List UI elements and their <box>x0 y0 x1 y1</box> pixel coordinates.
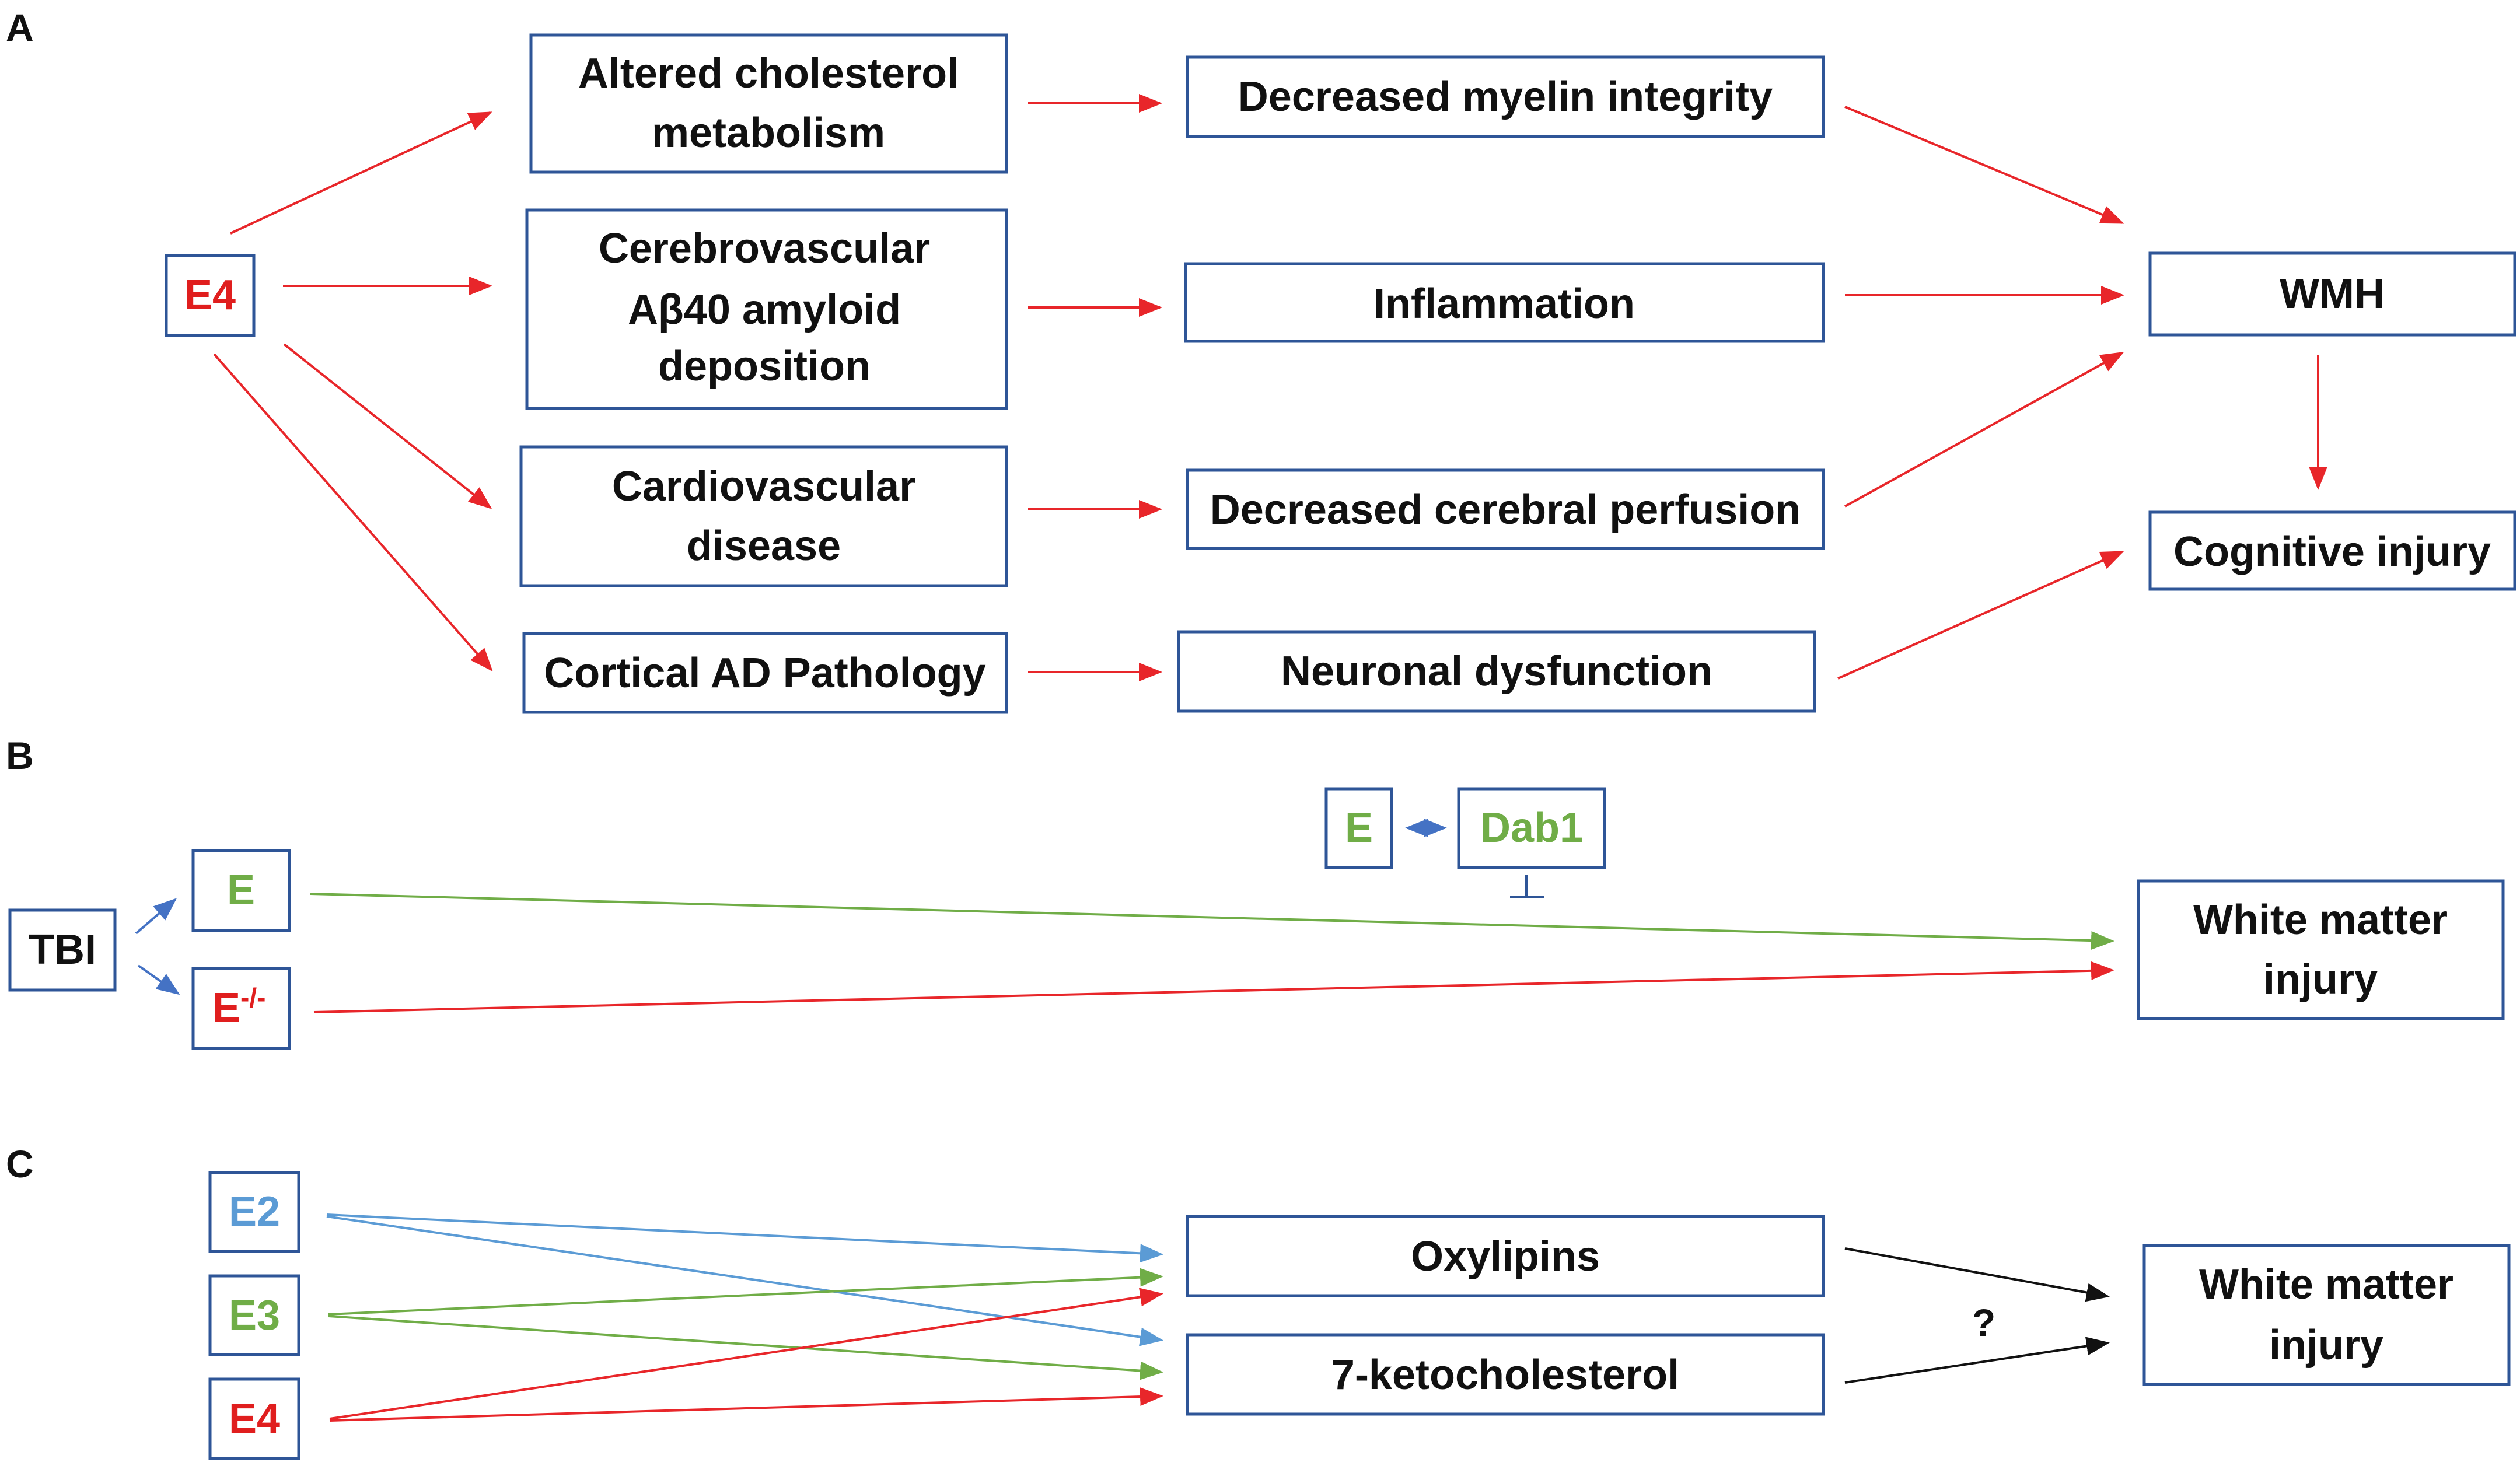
c-arrow-ketochol-injury <box>1844 1337 2110 1384</box>
a-cortical-node: Cortical AD Pathology <box>522 632 1008 714</box>
a-cardio-line2: disease <box>687 523 841 569</box>
a-cognitive-label: Cognitive injury <box>2173 529 2491 575</box>
b-dab1-label: Dab1 <box>1480 805 1583 851</box>
b-arrow-tbi-e <box>135 898 177 935</box>
a-inflammation-label: Inflammation <box>1373 281 1635 327</box>
c-e3-label: E3 <box>229 1292 280 1339</box>
a-amyloid-line2: Aβ40 amyloid <box>628 286 901 333</box>
b-injury-line2: injury <box>2263 956 2378 1003</box>
c-arrow-e2-ketochol <box>326 1215 1163 1346</box>
c-arrow-e3-ketochol <box>328 1315 1163 1380</box>
a-wmh-node: WMH <box>2148 251 2516 337</box>
a-cognitive-node: Cognitive injury <box>2148 510 2516 591</box>
c-arrow-oxylipins-injury <box>1844 1247 2110 1302</box>
a-arrows <box>213 94 2327 681</box>
c-oxylipins-label: Oxylipins <box>1411 1233 1600 1280</box>
b-e-dab1-node: E Dab1 <box>1324 787 1606 898</box>
c-arrows <box>326 1213 2110 1422</box>
c-oxylipins-node: Oxylipins <box>1186 1215 1825 1297</box>
c-arrow-e4-oxylipins <box>329 1288 1163 1420</box>
c-arrow-e3-oxylipins <box>328 1268 1163 1316</box>
panel-label-a: A <box>6 6 34 49</box>
a-cholesterol-node: Altered cholesterol metabolism <box>529 33 1008 174</box>
a-arrow-myelin-wmh <box>1844 106 2124 224</box>
b-eko-node: E-/- <box>191 967 291 1050</box>
a-arrow-e4-cortical <box>213 353 493 672</box>
c-injury-node: White matter injury <box>2142 1244 2511 1386</box>
a-cardio-line1: Cardiovascular <box>612 463 915 510</box>
a-arrow-e4-cholesterol <box>230 111 492 235</box>
a-amyloid-line3: deposition <box>658 343 871 390</box>
c-e2-label: E2 <box>229 1188 280 1235</box>
c-ketochol-node: 7-ketocholesterol <box>1186 1333 1825 1416</box>
a-arrow-e4-cardio <box>283 343 492 509</box>
b-e-node: E <box>191 849 291 932</box>
a-e4-label: E4 <box>184 272 236 319</box>
panel-label-b: B <box>6 734 34 777</box>
c-e4-label: E4 <box>229 1395 280 1442</box>
a-myelin-node: Decreased myelin integrity <box>1186 55 1825 138</box>
b-arrow-tbi-eko <box>137 964 180 995</box>
a-amyloid-node: Cerebrovascular Aβ40 amyloid deposition <box>525 208 1008 410</box>
b-arrow-eko-injury <box>313 961 2114 1013</box>
b-arrows <box>135 893 2114 1013</box>
a-e4-node: E4 <box>165 254 256 337</box>
c-injury-line1: White matter <box>2199 1261 2453 1308</box>
c-e3-node: E3 <box>208 1274 300 1356</box>
c-ketochol-label: 7-ketocholesterol <box>1331 1352 1679 1398</box>
a-myelin-label: Decreased myelin integrity <box>1238 74 1773 120</box>
b-injury-line1: White matter <box>2193 897 2448 943</box>
c-arrow-e4-ketochol <box>329 1387 1163 1422</box>
a-arrow-neuronal-cognitive <box>1837 551 2124 680</box>
a-cholesterol-line2: metabolism <box>652 110 885 156</box>
a-cardio-node: Cardiovascular disease <box>519 445 1008 587</box>
panel-label-c: C <box>6 1142 34 1185</box>
c-question-mark: ? <box>1972 1301 1995 1344</box>
a-cortical-label: Cortical AD Pathology <box>544 650 985 697</box>
b-injury-node: White matter injury <box>2137 879 2505 1020</box>
a-neuronal-label: Neuronal dysfunction <box>1281 648 1712 695</box>
a-perfusion-label: Decreased cerebral perfusion <box>1210 487 1801 533</box>
a-wmh-label: WMH <box>2280 271 2385 317</box>
b-tbi-label: TBI <box>29 926 96 973</box>
b-eko-label: E-/- <box>212 982 265 1031</box>
a-amyloid-line1: Cerebrovascular <box>599 225 930 272</box>
c-e2-node: E2 <box>208 1171 300 1253</box>
a-arrow-perfusion-wmh <box>1844 352 2124 508</box>
a-cholesterol-line1: Altered cholesterol <box>578 50 959 97</box>
b-arrow-e-injury <box>310 893 2114 950</box>
c-arrow-e2-oxylipins <box>326 1213 1163 1263</box>
c-injury-line2: injury <box>2269 1322 2383 1369</box>
b-e-dab1-e-label: E <box>1345 805 1373 851</box>
a-neuronal-node: Neuronal dysfunction <box>1177 630 1816 713</box>
b-e-label: E <box>227 867 255 914</box>
a-perfusion-node: Decreased cerebral perfusion <box>1186 468 1825 550</box>
a-inflammation-node: Inflammation <box>1184 262 1825 343</box>
c-e4-node: E4 <box>208 1377 300 1460</box>
b-tbi-node: TBI <box>8 908 117 992</box>
